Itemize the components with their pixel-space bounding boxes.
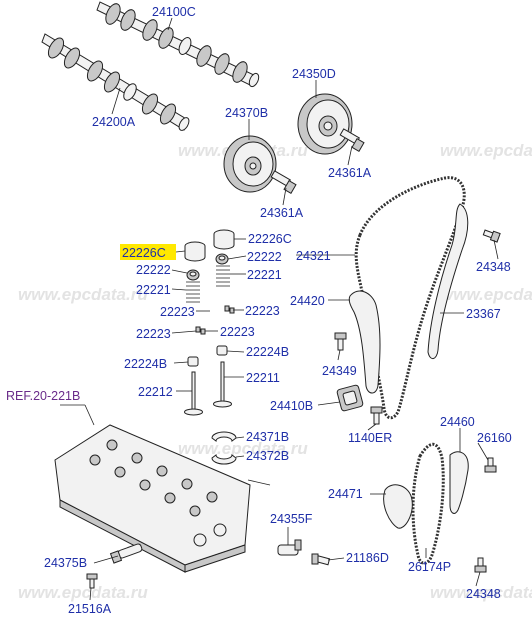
label-24361A-lower[interactable]: 24361A xyxy=(260,206,304,220)
label-1140ER[interactable]: 1140ER xyxy=(348,431,392,445)
camshaft-bearing-lower[interactable] xyxy=(211,454,237,465)
highlight-marker xyxy=(120,244,176,260)
label-26174P[interactable]: 26174P xyxy=(408,560,451,574)
chain-tensioner-arm[interactable] xyxy=(348,290,381,394)
guide-bolt-lower[interactable] xyxy=(484,457,497,473)
watermark-2: www.epcdata.ru xyxy=(440,141,532,160)
valve-retainer-left[interactable] xyxy=(186,269,200,281)
label-22223-a[interactable]: 22223 xyxy=(160,305,195,319)
label-24348-lower[interactable]: 24348 xyxy=(466,587,501,601)
label-24372B[interactable]: 24372B xyxy=(246,449,289,463)
label-23367[interactable]: 23367 xyxy=(466,307,501,321)
label-24471[interactable]: 24471 xyxy=(328,487,363,501)
watermark-5: www.epcdata.ru xyxy=(178,439,308,458)
label-24361A-upper[interactable]: 24361A xyxy=(328,166,372,180)
label-22223-d[interactable]: 22223 xyxy=(220,325,255,339)
oil-pump-chain[interactable] xyxy=(411,442,445,565)
valve-retainer-right[interactable] xyxy=(215,253,229,265)
leader-lines xyxy=(60,17,499,601)
label-22223-c[interactable]: 22223 xyxy=(136,327,171,341)
label-22226C[interactable]: 22226C xyxy=(248,232,292,246)
watermark-7: www.epcdata.ru xyxy=(430,583,532,602)
guide-bolt-bottom[interactable] xyxy=(474,557,487,573)
watermark-6: www.epcdata.ru xyxy=(18,583,148,602)
label-22222-right[interactable]: 22222 xyxy=(247,250,282,264)
exhaust-valve[interactable] xyxy=(184,371,203,416)
valve-spring-right[interactable] xyxy=(216,265,230,287)
oil-control-valve[interactable] xyxy=(109,543,143,564)
chain-tensioner[interactable] xyxy=(336,384,364,412)
label-22226C-highlighted[interactable]: 22226C xyxy=(122,246,166,260)
label-22224B-right[interactable]: 22224B xyxy=(246,345,289,359)
valve-cotters[interactable] xyxy=(195,305,235,335)
label-24321[interactable]: 24321 xyxy=(296,249,331,263)
label-24375B[interactable]: 24375B xyxy=(44,556,87,570)
ocv-bolt[interactable] xyxy=(86,573,98,589)
label-24200A[interactable]: 24200A xyxy=(92,115,136,129)
label-22212[interactable]: 22212 xyxy=(138,385,173,399)
label-24420[interactable]: 24420 xyxy=(290,294,325,308)
label-22224B-left[interactable]: 22224B xyxy=(124,357,167,371)
reference-label[interactable]: REF.20-221B xyxy=(6,389,80,403)
valve-tappet[interactable] xyxy=(213,229,235,250)
watermark-4: www.epcdata.ru xyxy=(440,285,532,304)
label-26160[interactable]: 26160 xyxy=(477,431,512,445)
label-22221-left[interactable]: 22221 xyxy=(136,283,171,297)
tensioner-arm-bolt[interactable] xyxy=(334,332,347,351)
label-22211[interactable]: 22211 xyxy=(246,371,280,385)
tensioner-bolt[interactable] xyxy=(370,406,383,425)
sprocket-bolt-upper[interactable] xyxy=(339,128,365,153)
label-24370B[interactable]: 24370B xyxy=(225,106,268,120)
part-labels: 24100C 24200A 24350D 24370B 24361A 24361… xyxy=(6,5,512,616)
label-24460[interactable]: 24460 xyxy=(440,415,475,429)
intake-camshaft-drawing[interactable] xyxy=(96,1,261,88)
valve-tappet-highlighted[interactable] xyxy=(184,241,206,262)
oil-pump-chain-guide[interactable] xyxy=(449,451,469,514)
chain-guide[interactable] xyxy=(427,203,469,359)
label-22222-left[interactable]: 22222 xyxy=(136,263,171,277)
exhaust-cam-sprocket[interactable] xyxy=(223,135,277,193)
label-24348-upper[interactable]: 24348 xyxy=(476,260,511,274)
watermark-3: www.epcdata.ru xyxy=(18,285,148,304)
cylinder-head[interactable] xyxy=(54,424,251,573)
exhaust-camshaft-drawing[interactable] xyxy=(41,33,191,132)
label-24371B[interactable]: 24371B xyxy=(246,430,289,444)
intake-valve[interactable] xyxy=(213,361,232,408)
label-21516A[interactable]: 21516A xyxy=(68,602,112,616)
ocv-filter[interactable] xyxy=(277,539,302,556)
timing-chain[interactable] xyxy=(354,176,466,420)
label-24349[interactable]: 24349 xyxy=(322,364,357,378)
watermarks: www.epcdata.ru www.epcdata.ru www.epcdat… xyxy=(18,141,532,602)
valve-stem-seal-left[interactable] xyxy=(187,356,199,367)
sprocket-bolt-lower[interactable] xyxy=(270,170,297,195)
label-22221-right[interactable]: 22221 xyxy=(247,268,282,282)
oil-pump-tensioner[interactable] xyxy=(383,484,413,529)
label-24355F[interactable]: 24355F xyxy=(270,512,313,526)
label-24350D[interactable]: 24350D xyxy=(292,67,336,81)
label-21186D[interactable]: 21186D xyxy=(346,551,389,565)
ocv-bolt-right[interactable] xyxy=(311,553,331,566)
guide-bolt-upper[interactable] xyxy=(482,229,501,243)
label-22223-b[interactable]: 22223 xyxy=(245,304,280,318)
label-24410B[interactable]: 24410B xyxy=(270,399,313,413)
valve-spring-left[interactable] xyxy=(186,281,200,303)
label-24100C[interactable]: 24100C xyxy=(152,5,196,19)
intake-cam-sprocket[interactable] xyxy=(297,93,353,155)
valve-stem-seal-right[interactable] xyxy=(216,345,228,356)
